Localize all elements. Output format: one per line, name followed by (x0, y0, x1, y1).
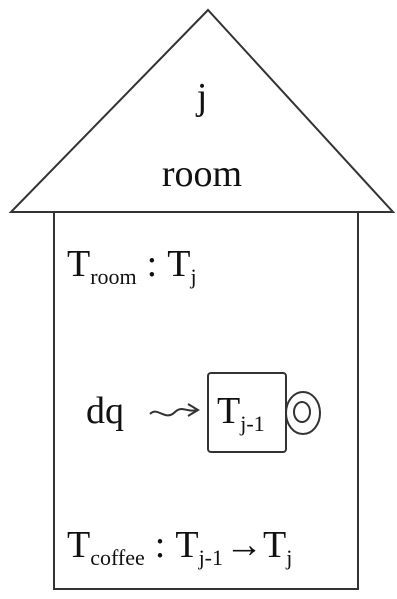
roof-index-label: j (195, 76, 208, 118)
coffee-temp-from-symbol: T (175, 524, 198, 566)
coffee-temp-symbol: T (67, 524, 90, 566)
room-temperature-line: Troom:Tj (67, 243, 197, 289)
heat-flow-arrow (149, 403, 200, 417)
mug-temp-subscript: j-1 (239, 411, 264, 436)
room-temp-subscript: room (90, 264, 136, 289)
mug-temperature-label: Tj-1 (217, 390, 265, 436)
house-body (53, 211, 359, 590)
mug-handle-outer (285, 391, 321, 435)
svg-text:Tcoffee:Tj-1→Tj: Tcoffee:Tj-1→Tj (67, 524, 292, 570)
svg-text:Troom:Tj: Troom:Tj (67, 243, 197, 289)
coffee-temp-to-symbol: T (263, 524, 286, 566)
coffee-temp-to-subscript: j (285, 545, 292, 570)
coffee-temp-from-subscript: j-1 (198, 545, 223, 570)
room-temp-symbol: T (67, 243, 90, 285)
coffee-temperature-line: Tcoffee:Tj-1→Tj (67, 524, 292, 570)
mug-handle-inner (293, 401, 311, 423)
coffee-temp-separator: : (155, 524, 166, 566)
coffee-temp-arrow: → (225, 524, 263, 566)
room-temp-rhs-subscript: j (189, 264, 196, 289)
heat-dq-label: dq (86, 390, 124, 432)
coffee-mug (207, 372, 321, 453)
roof-room-label: room (162, 153, 242, 195)
room-temp-separator: : (147, 243, 158, 285)
room-temp-rhs-symbol: T (167, 243, 190, 285)
coffee-temp-subscript: coffee (90, 545, 145, 570)
mug-temp-symbol: T (217, 390, 240, 432)
